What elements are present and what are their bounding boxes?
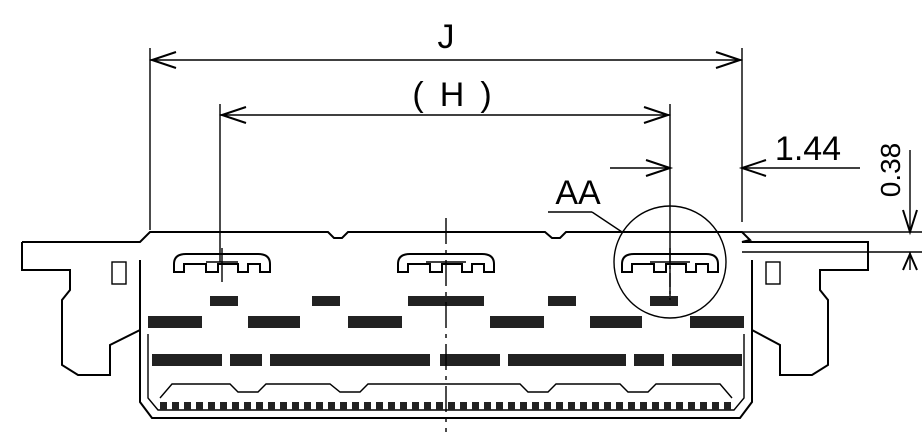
pin bbox=[640, 402, 647, 410]
pin bbox=[652, 402, 659, 410]
pin bbox=[328, 402, 335, 410]
pin bbox=[388, 402, 395, 410]
pin bbox=[208, 402, 215, 410]
pin bbox=[256, 402, 263, 410]
clip-left bbox=[173, 253, 271, 273]
pin bbox=[568, 402, 575, 410]
pin bbox=[484, 402, 491, 410]
pin bbox=[628, 402, 635, 410]
pin bbox=[232, 402, 239, 410]
pin bbox=[688, 402, 695, 410]
pin-row bbox=[160, 402, 731, 410]
pin bbox=[544, 402, 551, 410]
dimension-j-label: J bbox=[438, 18, 455, 56]
dimension-1-44-label: 1.44 bbox=[775, 130, 841, 168]
pin bbox=[592, 402, 599, 410]
pin bbox=[280, 402, 287, 410]
dimension-0-38: 0.38 bbox=[742, 143, 922, 271]
clip-center bbox=[397, 253, 495, 273]
dimension-h-label: H bbox=[440, 76, 465, 114]
dimension-j: J bbox=[148, 18, 744, 230]
pin bbox=[676, 402, 683, 410]
pin bbox=[496, 402, 503, 410]
pin bbox=[424, 402, 431, 410]
pin bbox=[244, 402, 251, 410]
terminal-slots bbox=[148, 296, 744, 366]
pin bbox=[724, 402, 731, 410]
clip-right bbox=[621, 253, 719, 273]
pin bbox=[712, 402, 719, 410]
pin bbox=[508, 402, 515, 410]
pin bbox=[196, 402, 203, 410]
pin bbox=[172, 402, 179, 410]
pin bbox=[184, 402, 191, 410]
pin bbox=[400, 402, 407, 410]
pin bbox=[376, 402, 383, 410]
dimension-1-44: 1.44 bbox=[610, 130, 860, 177]
pin bbox=[472, 402, 479, 410]
pin bbox=[604, 402, 611, 410]
pin bbox=[460, 402, 467, 410]
pin bbox=[220, 402, 227, 410]
pin bbox=[268, 402, 275, 410]
pin bbox=[364, 402, 371, 410]
pin bbox=[664, 402, 671, 410]
pin bbox=[580, 402, 587, 410]
detail-aa-callout: AA bbox=[548, 174, 727, 319]
pin bbox=[292, 402, 299, 410]
dimension-h-paren-left: ( bbox=[412, 76, 424, 114]
pin bbox=[316, 402, 323, 410]
pin bbox=[436, 402, 443, 410]
pin bbox=[304, 402, 311, 410]
detail-aa-label: AA bbox=[555, 174, 601, 212]
pin bbox=[160, 402, 167, 410]
pin bbox=[700, 402, 707, 410]
dimension-h-paren-right: ) bbox=[480, 76, 491, 114]
pin bbox=[352, 402, 359, 410]
pin bbox=[556, 402, 563, 410]
centerlines bbox=[206, 218, 690, 432]
dimension-0-38-label: 0.38 bbox=[875, 143, 906, 198]
pin bbox=[412, 402, 419, 410]
pin bbox=[340, 402, 347, 410]
pin bbox=[520, 402, 527, 410]
pin bbox=[448, 402, 455, 410]
pin bbox=[532, 402, 539, 410]
pin bbox=[616, 402, 623, 410]
dimension-h: ( H ) bbox=[218, 76, 672, 300]
